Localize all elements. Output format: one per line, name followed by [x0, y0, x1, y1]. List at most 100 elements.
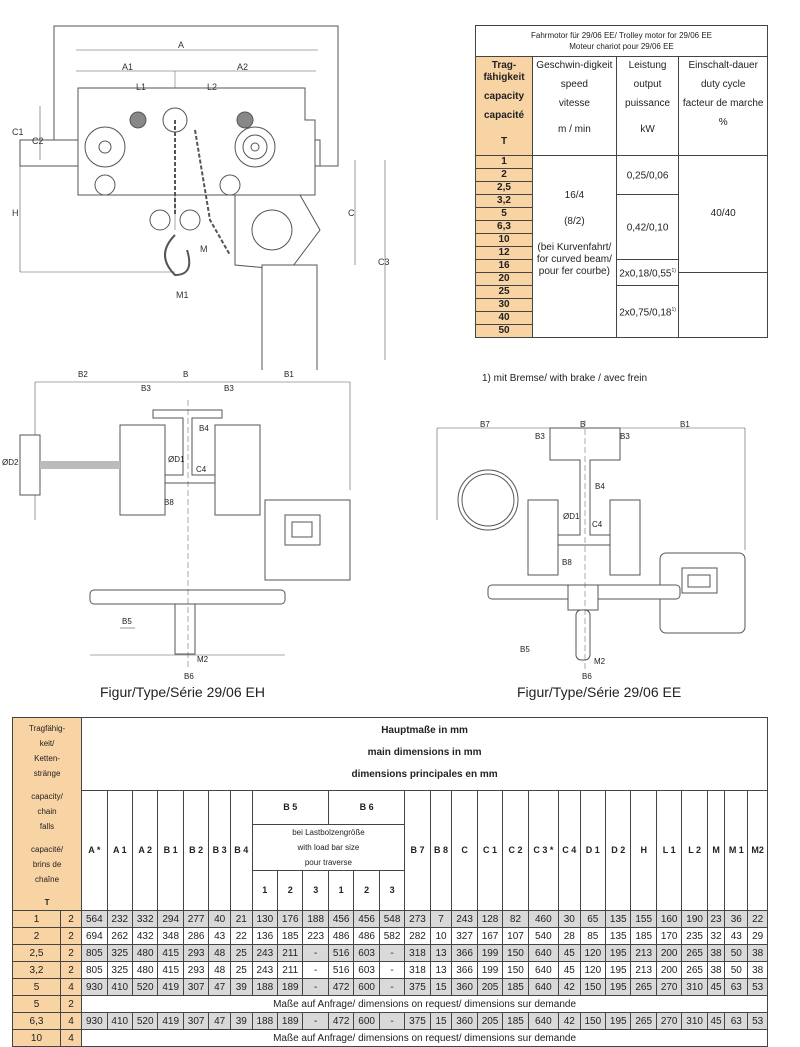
dimension-value: 188 [251, 978, 279, 996]
main-title: Hauptmaße in mm main dimensions in mm di… [81, 717, 768, 791]
column-header: H [630, 790, 657, 911]
dimension-value: 486 [327, 927, 355, 945]
output-cell: 0,42/0,10 [615, 194, 680, 260]
dimension-value: 40 [208, 910, 231, 928]
dimension-value: 63 [724, 1012, 749, 1030]
ee-label-D1: ØD1 [563, 512, 580, 521]
dimension-value: 307 [182, 1012, 210, 1030]
speed-line: (8/2) [564, 216, 585, 227]
dimension-value: - [378, 1012, 406, 1030]
chain-falls-cell: 4 [59, 1012, 83, 1030]
dimension-value: 265 [681, 961, 708, 979]
dimension-value: 472 [327, 978, 355, 996]
dimension-value: 282 [404, 927, 431, 945]
speed-line: (bei Kurvenfahrt/ [537, 242, 612, 253]
column-header: M 1 [724, 790, 749, 911]
capacity-cell: 10 [12, 1029, 61, 1047]
dimension-value: 293 [182, 944, 210, 962]
column-header: B 4 [229, 790, 253, 911]
dimensions-on-request-note: Maße auf Anfrage/ dimensions on request/… [81, 995, 768, 1013]
dimension-value: 582 [378, 927, 406, 945]
hdr-fr: facteur de marche [682, 98, 764, 109]
hdr-fr: capacité [483, 110, 525, 121]
front-view-ee-drawing [436, 420, 746, 670]
dimension-value: 930 [81, 1012, 108, 1030]
dimension-value: - [378, 961, 406, 979]
dimension-value: 15 [429, 978, 453, 996]
dimension-value: 185 [502, 1012, 529, 1030]
dimension-value: 310 [681, 978, 708, 996]
capacity-cell: 2 [475, 168, 533, 182]
speed-line: for curved beam/ [536, 254, 612, 265]
dimension-value: 265 [630, 978, 657, 996]
dim-label-M1: M1 [176, 290, 189, 300]
dimension-value: 150 [502, 961, 529, 979]
dimension-value: 50 [724, 961, 749, 979]
dimension-value: - [302, 944, 329, 962]
dimension-value: 318 [404, 961, 431, 979]
dimension-value: 360 [451, 978, 478, 996]
dimension-value: 85 [579, 927, 607, 945]
dimension-value: 548 [378, 910, 406, 928]
dimension-value: 805 [81, 961, 108, 979]
dimension-value: - [302, 978, 329, 996]
header-speed: Geschwin-digkeit speed vitesse m / min [532, 56, 617, 156]
capacity-header-line: Ketten- [34, 754, 60, 763]
column-header: L 1 [655, 790, 683, 911]
dimension-value: 640 [527, 961, 559, 979]
ee-label-B5: B5 [520, 645, 530, 654]
dimension-value: 472 [327, 1012, 355, 1030]
dimension-value: 375 [404, 978, 431, 996]
column-header: M2 [747, 790, 768, 911]
dimension-value: 45 [706, 978, 726, 996]
dimension-value: - [378, 978, 406, 996]
hdr-en: output [633, 79, 662, 90]
chain-falls-cell: 2 [59, 995, 83, 1013]
dimension-value: 199 [476, 944, 504, 962]
dimension-value: 65 [579, 910, 607, 928]
dim-label-C1: C1 [12, 127, 24, 137]
dimension-value: 211 [277, 944, 304, 962]
eh-label-B3-left: B3 [141, 384, 151, 393]
hdr-unit: m / min [557, 124, 591, 135]
hdr-de: Trag-fähigkeit [483, 60, 525, 83]
load-bar-size-subheader: 2 [277, 870, 304, 911]
dimension-value: 265 [681, 944, 708, 962]
dimension-value: 38 [747, 961, 768, 979]
dimension-value: 375 [404, 1012, 431, 1030]
dimension-value: 520 [131, 978, 159, 996]
dimension-value: 199 [476, 961, 504, 979]
dimension-value: 310 [681, 1012, 708, 1030]
caption-ee: Figur/Type/Série 29/06 EE [517, 684, 682, 700]
caption-eh: Figur/Type/Série 29/06 EH [100, 684, 265, 700]
dimension-value: 603 [353, 944, 380, 962]
dimension-value: 190 [681, 910, 708, 928]
dim-label-A1: A1 [122, 62, 133, 72]
dimension-value: 32 [706, 927, 726, 945]
dimension-value: 480 [131, 944, 159, 962]
dimension-value: 270 [655, 978, 683, 996]
dimension-value: 22 [747, 910, 768, 928]
column-header: C [451, 790, 478, 911]
eh-label-B2: B2 [78, 370, 88, 379]
dimension-value: 45 [706, 1012, 726, 1030]
eh-label-B8: B8 [164, 498, 174, 507]
load-bar-size-subheader: 2 [353, 870, 380, 911]
capacity-cell: 20 [475, 272, 533, 286]
dimension-value: 189 [277, 1012, 304, 1030]
column-header: C 1 [476, 790, 504, 911]
dimension-value: 366 [451, 944, 478, 962]
output-value: 0,25/0,06 [626, 170, 669, 182]
hdr-de: Geschwin-digkeit [536, 60, 613, 71]
motor-table-row: 50 [475, 324, 768, 338]
motor-table-row: 20 [475, 272, 768, 338]
chain-falls-cell: 2 [59, 961, 83, 979]
hdr-unit: T [500, 136, 508, 147]
column-header: C 3 * [527, 790, 559, 911]
dimension-value: 603 [353, 961, 380, 979]
motor-table-row: 40 [475, 311, 768, 325]
dimension-value: 21 [229, 910, 253, 928]
ee-label-B6: B6 [582, 672, 592, 681]
